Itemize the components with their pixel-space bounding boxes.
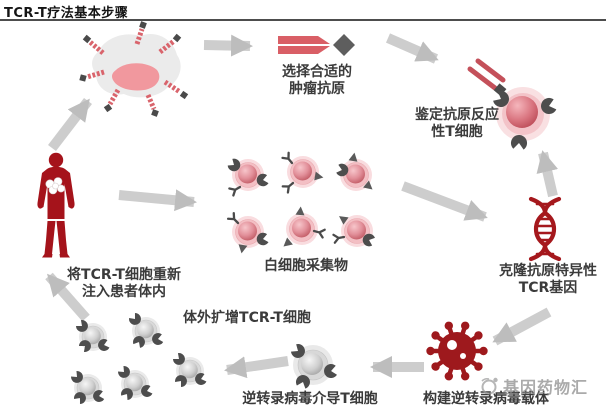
watermark-text: 基因药物汇: [503, 378, 589, 397]
flow-arrows: [45, 33, 559, 379]
dna-helix-icon: [528, 196, 562, 262]
virus-icon: [426, 321, 487, 382]
label-clone-tcr: 克隆抗原特异性 TCR基因: [499, 263, 597, 296]
label-reinject: 将TCR-T细胞重新 注入患者体内: [67, 267, 181, 300]
watermark-logo-icon: [481, 377, 498, 395]
arrow-patient-to-tumor: [48, 97, 92, 152]
leukocyte-cells-icon: [226, 151, 376, 255]
arrow-antigen-to-tcell: [385, 33, 439, 64]
label-select-antigen: 选择合适的 肿瘤抗原: [282, 64, 352, 97]
watermark: 基因药物汇: [478, 374, 588, 398]
arrow-apheresis-to-identify: [401, 181, 488, 222]
label-identify-tcell: 鉴定抗原反应 性T细胞: [415, 107, 499, 140]
arrow-patient-to-apheresis: [118, 189, 197, 212]
label-build-vector: 构建逆转录病毒载体: [423, 391, 549, 407]
page-title: TCR-T疗法基本步骤: [4, 6, 129, 21]
title-divider: [0, 19, 606, 21]
patient-icon: [37, 152, 75, 258]
arrow-transduce-to-expand: [224, 356, 289, 379]
label-apheresis: 白细胞采集物: [264, 258, 348, 274]
label-expand: 体外扩增TCR-T细胞: [183, 310, 311, 326]
t-cell-icon: [467, 58, 558, 150]
tumor-antigen-icon: [278, 34, 355, 56]
arrow-tumor-to-antigen: [203, 34, 253, 57]
arrow-to-tcell-up: [536, 150, 559, 198]
arrow-expand-to-patient: [45, 272, 90, 322]
chest-cells-icon: [45, 177, 65, 195]
transduced-t-cell-icon: [289, 342, 338, 390]
tumor-cell-icon: [79, 21, 189, 117]
arrow-dna-to-virus: [492, 307, 552, 346]
label-transduce: 逆转录病毒介导T细胞: [242, 391, 378, 407]
